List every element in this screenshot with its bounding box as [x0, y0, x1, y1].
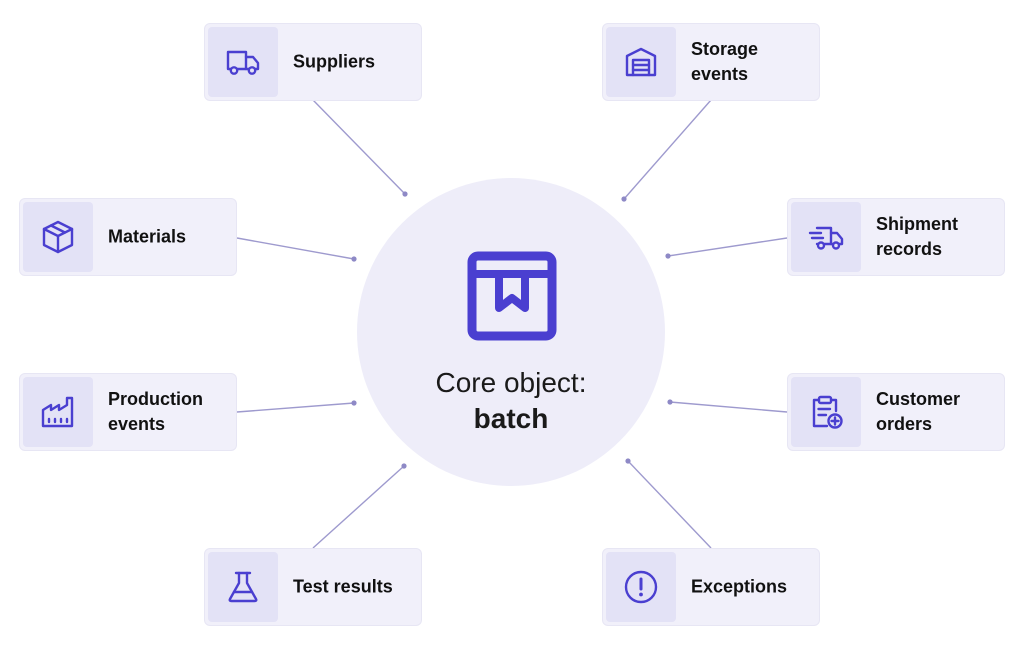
node-label-line: orders — [876, 414, 933, 434]
node-card-exceptions: Exceptions — [603, 549, 819, 625]
node-label-line: Customer — [876, 389, 961, 409]
node-label-materials: Materials — [108, 225, 228, 250]
node-card-test-results: Test results — [205, 549, 421, 625]
icon-box-customer-orders — [791, 377, 861, 447]
node-label-line: events — [108, 414, 166, 434]
node-label-line: Storage — [691, 39, 759, 59]
connector-materials — [236, 237, 355, 260]
connector-production-events — [236, 402, 355, 413]
connector-dot-test-results — [401, 463, 407, 469]
connector-dot-suppliers — [402, 191, 408, 197]
node-label-line: Materials — [108, 226, 187, 247]
connector-dot-shipment-records — [665, 253, 671, 259]
core-object-name: batch — [473, 403, 549, 434]
factory-icon — [41, 396, 74, 428]
node-label-test-results: Test results — [293, 575, 413, 600]
node-label-line: Test results — [293, 576, 393, 597]
connector-dot-exceptions — [625, 458, 631, 464]
node-label-exceptions: Exceptions — [691, 575, 811, 600]
icon-box-storage-events — [606, 27, 676, 97]
node-card-materials: Materials — [20, 199, 236, 275]
exclamation-circle-icon — [624, 570, 658, 604]
connector-shipment-records — [667, 237, 788, 257]
node-label-production-events: Production events — [108, 387, 228, 437]
warehouse-icon — [625, 47, 657, 77]
icon-box-suppliers — [208, 27, 278, 97]
node-label-customer-orders: Customer orders — [876, 387, 996, 437]
icon-box-shipment-records — [791, 202, 861, 272]
truck-icon — [226, 50, 260, 75]
connector-dot-production-events — [351, 400, 357, 406]
icon-box-exceptions — [606, 552, 676, 622]
node-card-storage-events: Storage events — [603, 24, 819, 100]
icon-box-production-events — [23, 377, 93, 447]
connector-test-results — [312, 465, 405, 549]
connector-exceptions — [627, 460, 712, 549]
bookmark-box-icon — [467, 251, 557, 341]
node-label-storage-events: Storage events — [691, 37, 811, 87]
node-label-line: Production — [108, 389, 203, 409]
node-card-suppliers: Suppliers — [205, 24, 421, 100]
icon-box-materials — [23, 202, 93, 272]
connector-suppliers — [312, 99, 406, 195]
node-card-customer-orders: Customer orders — [788, 374, 1004, 450]
node-card-shipment-records: Shipment records — [788, 199, 1004, 275]
connector-customer-orders — [669, 401, 788, 413]
node-label-line: records — [876, 239, 943, 259]
connector-dot-materials — [351, 256, 357, 262]
node-label-line: Exceptions — [691, 576, 788, 597]
flask-icon — [228, 571, 258, 603]
connector-dot-storage-events — [621, 196, 627, 202]
fast-delivery-icon — [808, 226, 844, 250]
node-label-shipment-records: Shipment records — [876, 212, 996, 262]
clipboard-add-icon — [812, 395, 843, 429]
core-object-label: Core object: — [435, 367, 587, 398]
node-card-production-events: Production events — [20, 374, 236, 450]
node-label-suppliers: Suppliers — [293, 50, 413, 75]
package-icon — [42, 220, 74, 254]
node-label-line: events — [691, 64, 749, 84]
icon-box-test-results — [208, 552, 278, 622]
connector-dot-customer-orders — [667, 399, 673, 405]
connector-storage-events — [623, 99, 712, 200]
node-label-line: Suppliers — [293, 51, 376, 72]
node-label-line: Shipment — [876, 214, 959, 234]
